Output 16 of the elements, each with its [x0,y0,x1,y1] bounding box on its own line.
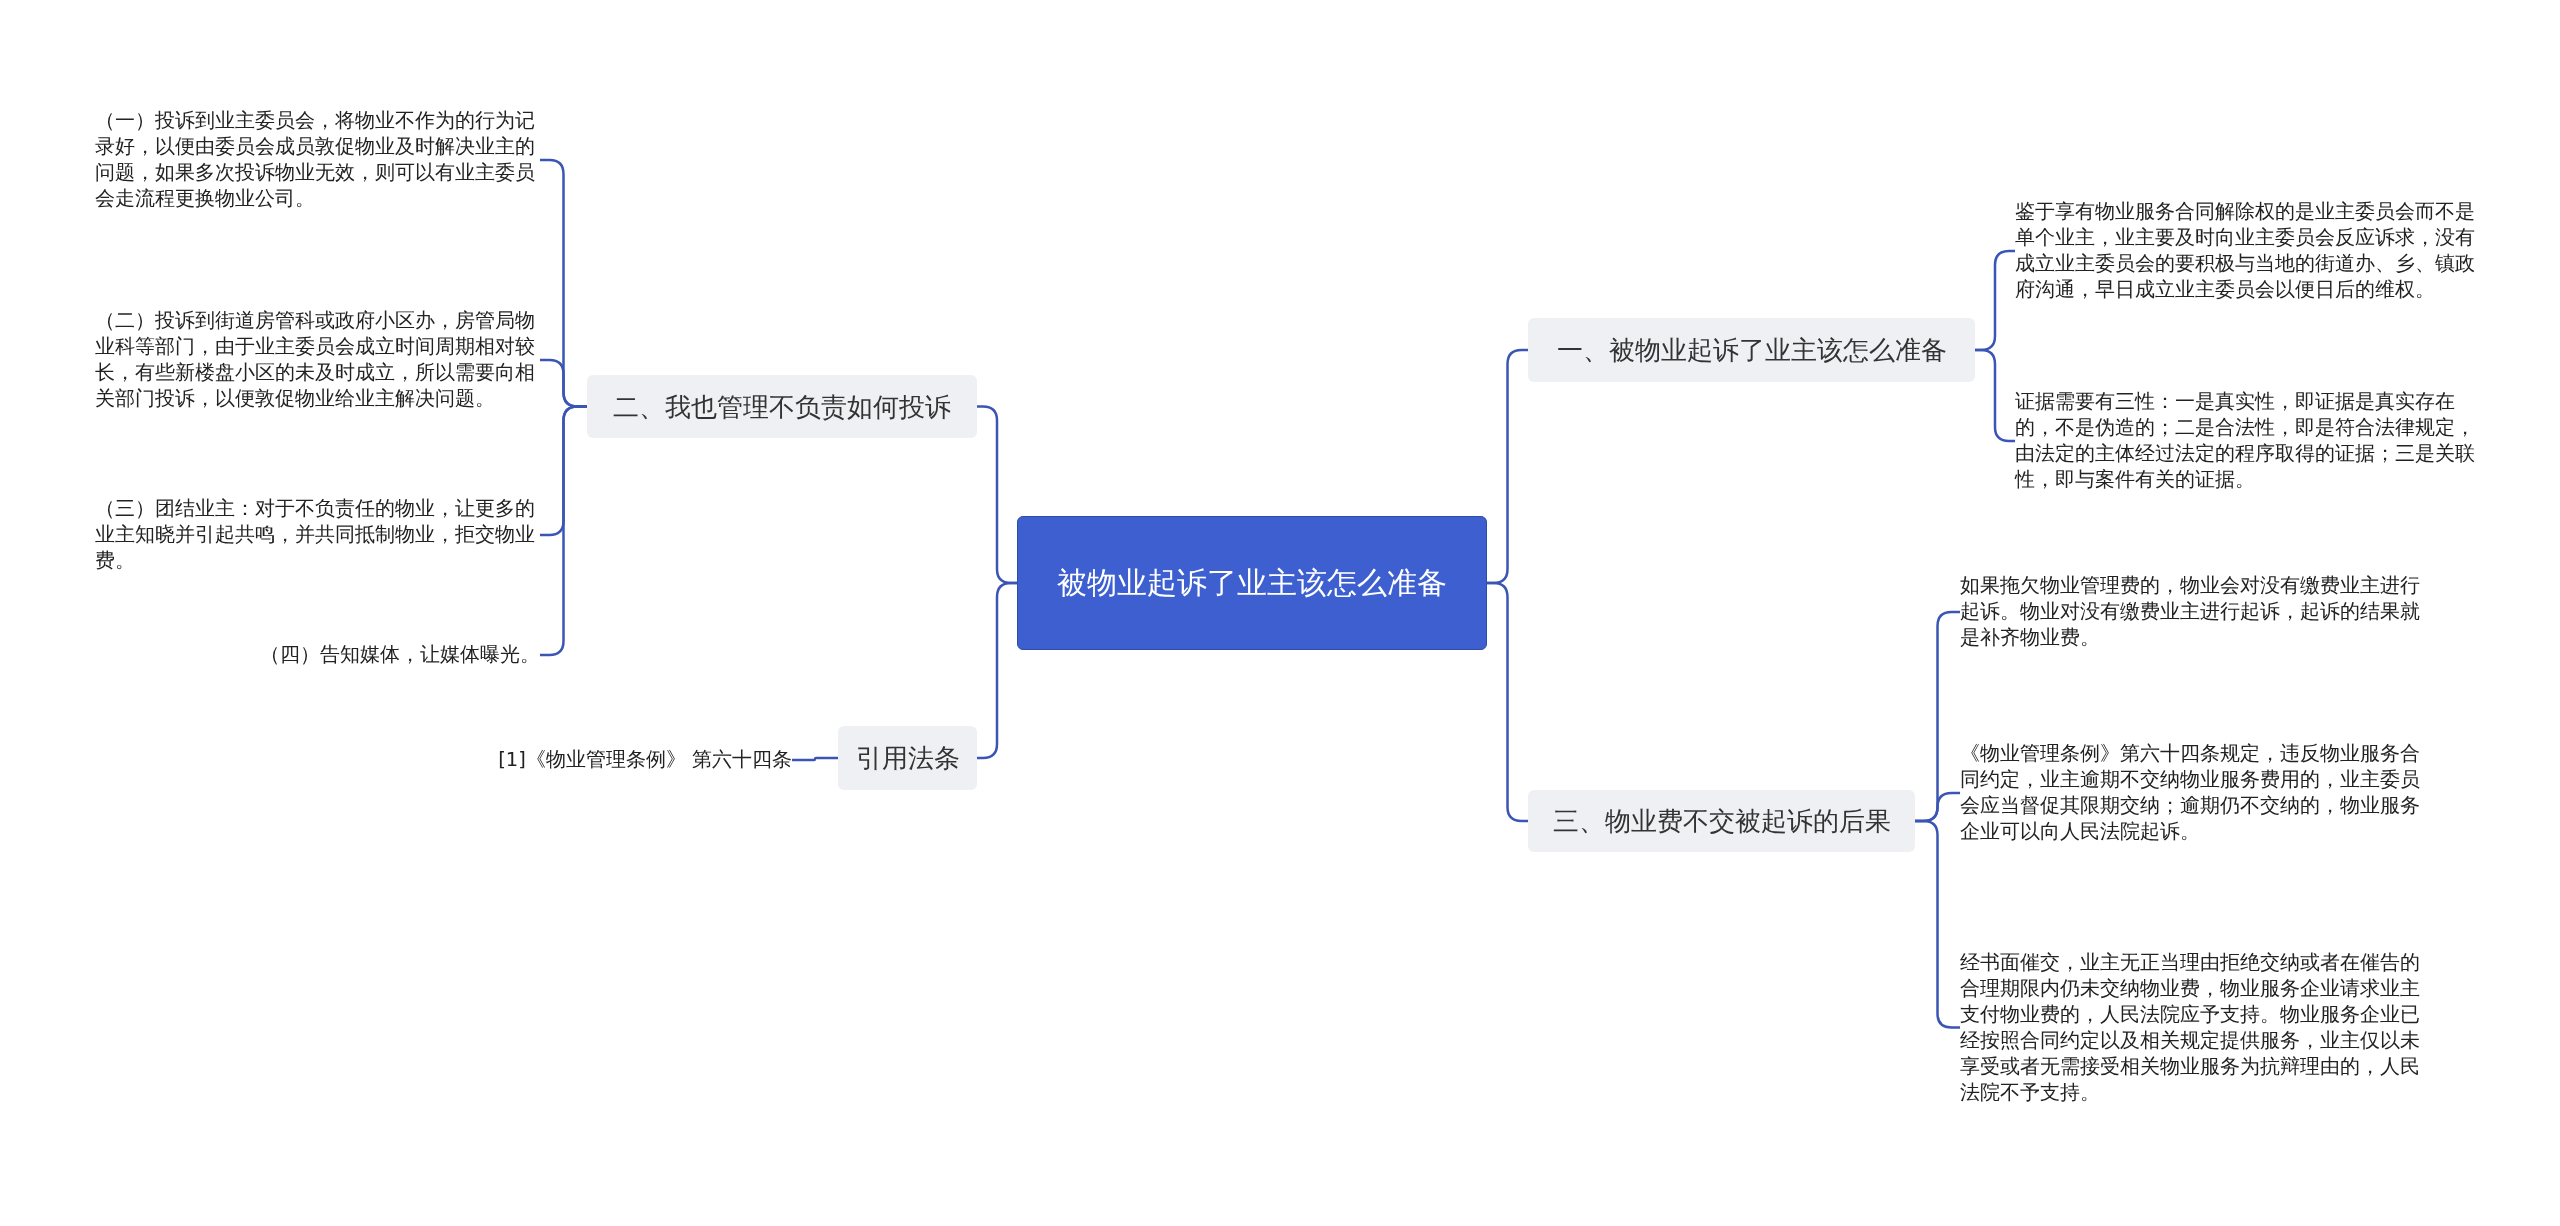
branch-box: 引用法条 [838,726,977,790]
note-text: 证据需要有三性：一是真实性，即证据是真实存在的，不是伪造的；二是合法性，即是符合法律规定，由法定的主体经过法定的程序取得的证据；三是关联性，即与案件有关的证据。 [2015,376,2475,506]
note-text: 《物业管理条例》第六十四条规定，违反物业服务合同约定，业主逾期不交纳物业服务费用的，业主委员会应当督促其限期交纳；逾期仍不交纳的，物业服务企业可以向人民法院起诉。 [1960,718,2420,868]
branch-box: 二、我也管理不负责如何投诉 [587,375,977,438]
note-text: [1]《物业管理条例》 第六十四条 [452,738,792,782]
note-text: （二）投诉到街道房管科或政府小区办，房管局物业科等部门，由于业主委员会成立时间周期相对较长，有些新楼盘小区的未及时成立，所以需要向相关部门投诉，以便敦促物业给业主解决问题。 [95,280,540,440]
note-text: 如果拖欠物业管理费的，物业会对没有缴费业主进行起诉。物业对没有缴费业主进行起诉，起诉的结果就是补齐物业费。 [1960,562,2420,662]
branch-box: 一、被物业起诉了业主该怎么准备 [1528,318,1975,382]
note-text: 鉴于享有物业服务合同解除权的是业主委员会而不是单个业主，业主要及时向业主委员会反应诉求，没有成立业主委员会的要积极与当地的街道办、乡、镇政府沟通，早日成立业主委员会以便日后的维权。 [2015,176,2475,326]
topic-box: 被物业起诉了业主该怎么准备 [1017,516,1487,650]
branch-box: 三、物业费不交被起诉的后果 [1528,790,1915,852]
note-text: （四）告知媒体，让媒体曝光。 [220,630,540,680]
note-text: 经书面催交，业主无正当理由拒绝交纳或者在催告的合理期限内仍未交纳物业费，物业服务企业请求业主支付物业费的，人民法院应予支持。物业服务企业已经按照合同约定以及相关规定提供服务，业主仅以未享受或者无需接受相关物业服务为抗辩理由的，人民法院不予支持。 [1960,920,2420,1135]
note-text: （三）团结业主：对于不负责任的物业，让更多的业主知晓并引起共鸣，并共同抵制物业，拒交物业费。 [95,490,540,580]
connector-line [792,756,838,762]
note-text: （一）投诉到业主委员会，将物业不作为的行为记录好，以便由委员会成员敦促物业及时解决业主的问题，如果多次投诉物业无效，则可以有业主委员会走流程更换物业公司。 [95,100,540,220]
